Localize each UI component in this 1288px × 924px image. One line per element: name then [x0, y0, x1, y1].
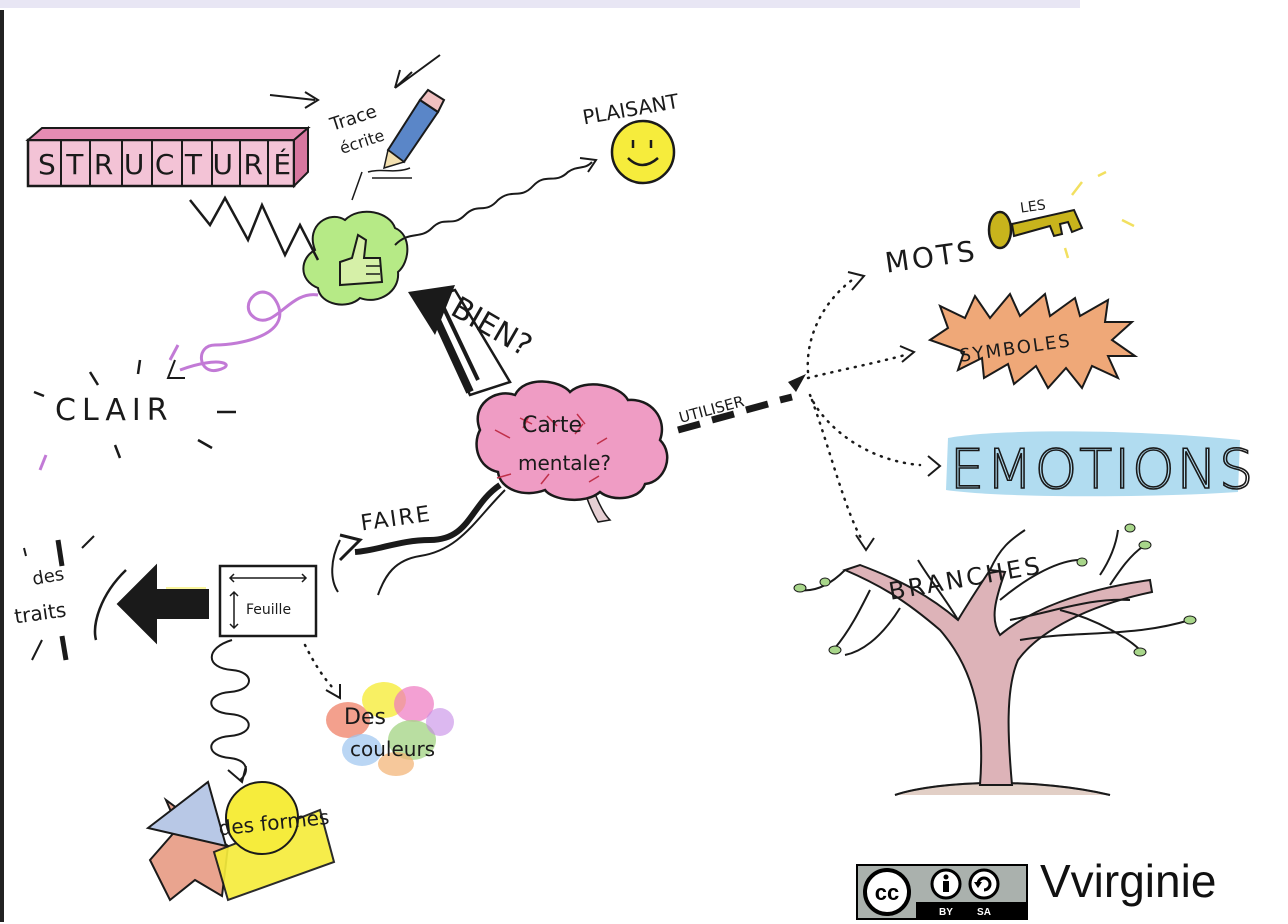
- share-alike-icon: [968, 868, 1000, 900]
- tree-node: BRANCHES: [793, 523, 1197, 796]
- smiley-sun-icon: [610, 119, 676, 185]
- center-brain: Carte mentale?: [475, 380, 669, 523]
- clear-label: CLAIR: [55, 393, 174, 428]
- zigzag-connector: [189, 195, 320, 261]
- structure-node: STRUCTURÉ: [25, 125, 311, 189]
- coil-connector: [210, 639, 250, 781]
- lines-label-line2: traits: [13, 597, 68, 628]
- author-name: Vvirginie: [1040, 855, 1217, 907]
- cc-logo-text: cc: [875, 880, 899, 905]
- center-label-line2: mentale?: [518, 451, 611, 475]
- center-label-line1: Carte: [522, 413, 582, 438]
- thumbs-up-node: [302, 210, 409, 306]
- do-arrow: FAIRE: [331, 482, 506, 596]
- lines-label-line1: des: [31, 564, 66, 590]
- emotions-label: EMOTIONS: [950, 438, 1255, 501]
- use-arrow: UTILISER: [677, 374, 806, 434]
- clear-node: CLAIR: [33, 344, 236, 471]
- shapes-node: des formes: [145, 780, 336, 902]
- structure-label: STRUCTURÉ: [38, 147, 302, 181]
- cc-logo-icon: [863, 868, 911, 916]
- use-label: UTILISER: [677, 392, 746, 427]
- colors-node: Des couleurs: [326, 682, 454, 776]
- spiral-connector: [179, 290, 319, 372]
- license-badge: cc BY SA: [856, 864, 1028, 920]
- top-band: [0, 0, 1080, 8]
- sheet-node: Feuille: [218, 564, 318, 638]
- colors-label-line1: Des: [344, 705, 386, 730]
- lines-node: des traits: [13, 535, 127, 661]
- emotions-node: EMOTIONS: [946, 431, 1255, 502]
- pleasant-node: PLAISANT: [581, 89, 681, 185]
- colors-label-line2: couleurs: [350, 737, 435, 761]
- left-arrow: [116, 563, 209, 645]
- do-label: FAIRE: [359, 502, 433, 537]
- left-edge: [0, 10, 4, 922]
- keywords-node: MOTS LES: [883, 170, 1135, 280]
- question-arrow: BIEN?: [408, 285, 538, 397]
- branches-label: BRANCHES: [887, 551, 1045, 606]
- symbols-node: SYMBOLES: [927, 292, 1139, 390]
- keywords-label: MOTS: [883, 234, 980, 280]
- brain-shape: [475, 380, 669, 502]
- key-icon: [987, 208, 1084, 250]
- keywords-les-label: LES: [1019, 197, 1047, 216]
- pencil-icon: [382, 88, 446, 170]
- sheet-label: Feuille: [246, 602, 291, 618]
- sa-label: SA: [977, 907, 991, 918]
- thumb-icon: [339, 233, 384, 287]
- wavy-connector: [394, 161, 593, 246]
- by-label: BY: [939, 907, 953, 918]
- dotted-connectors: [303, 276, 922, 692]
